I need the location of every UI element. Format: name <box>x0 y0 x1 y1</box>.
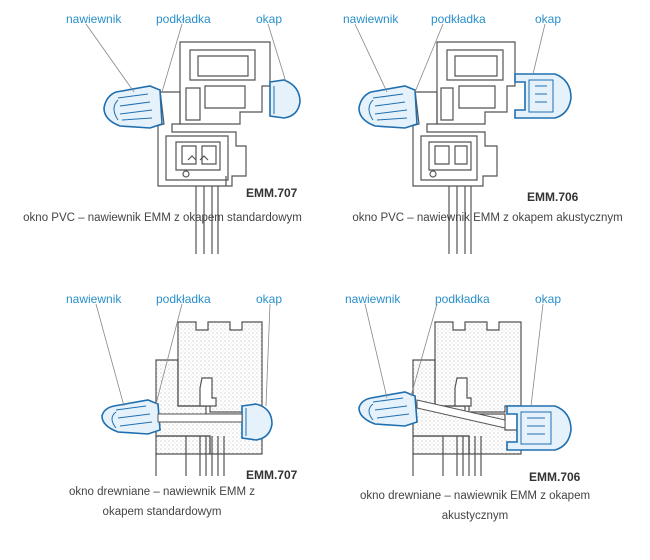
label-hood: okap <box>535 12 562 26</box>
panel-pvc-standard: nawiewnik podkładka okap EMM.707 okno PV… <box>0 0 325 280</box>
vent-shape <box>103 85 163 129</box>
label-vent: nawiewnik <box>343 12 399 26</box>
pvc-acoustic-diagram <box>354 23 572 254</box>
label-hood: okap <box>256 12 283 26</box>
label-vent: nawiewnik <box>66 292 122 306</box>
model-code: EMM.706 <box>527 190 579 204</box>
label-hood: okap <box>256 292 283 306</box>
hood-shape <box>514 73 572 119</box>
label-vent: nawiewnik <box>345 292 401 306</box>
model-code: EMM.707 <box>246 468 298 482</box>
hood-shape <box>241 403 273 441</box>
model-code: EMM.706 <box>529 470 581 484</box>
label-vent: nawiewnik <box>66 12 122 26</box>
label-pad: podkładka <box>156 12 211 26</box>
panel-wood-standard: nawiewnik podkładka okap EMM.707 okno dr… <box>0 280 325 560</box>
panel-wood-acoustic: nawiewnik podkładka okap EMM.706 okno dr… <box>325 280 650 560</box>
wood-standard-diagram <box>95 303 273 476</box>
label-pad: podkładka <box>431 12 486 26</box>
caption: okno drewniane – nawiewnik EMM z okapem … <box>68 486 255 518</box>
hood-shape <box>269 79 301 119</box>
label-pad: podkładka <box>156 292 211 306</box>
label-hood: okap <box>535 292 562 306</box>
wood-acoustic-diagram <box>358 303 572 476</box>
caption: okno drewniane – nawiewnik EMM z okapem … <box>359 490 591 522</box>
caption: okno PVC – nawiewnik EMM z okapem akusty… <box>352 212 623 224</box>
vent-shape <box>358 85 418 129</box>
caption: okno PVC – nawiewnik EMM z okapem standa… <box>23 212 302 224</box>
vent-shape <box>358 391 418 427</box>
model-code: EMM.707 <box>246 186 298 200</box>
pvc-standard-diagram <box>85 23 301 254</box>
hood-shape <box>506 405 572 451</box>
label-pad: podkładka <box>435 292 490 306</box>
vent-shape <box>101 399 161 435</box>
panel-pvc-acoustic: nawiewnik podkładka okap EMM.706 okno PV… <box>325 0 650 280</box>
